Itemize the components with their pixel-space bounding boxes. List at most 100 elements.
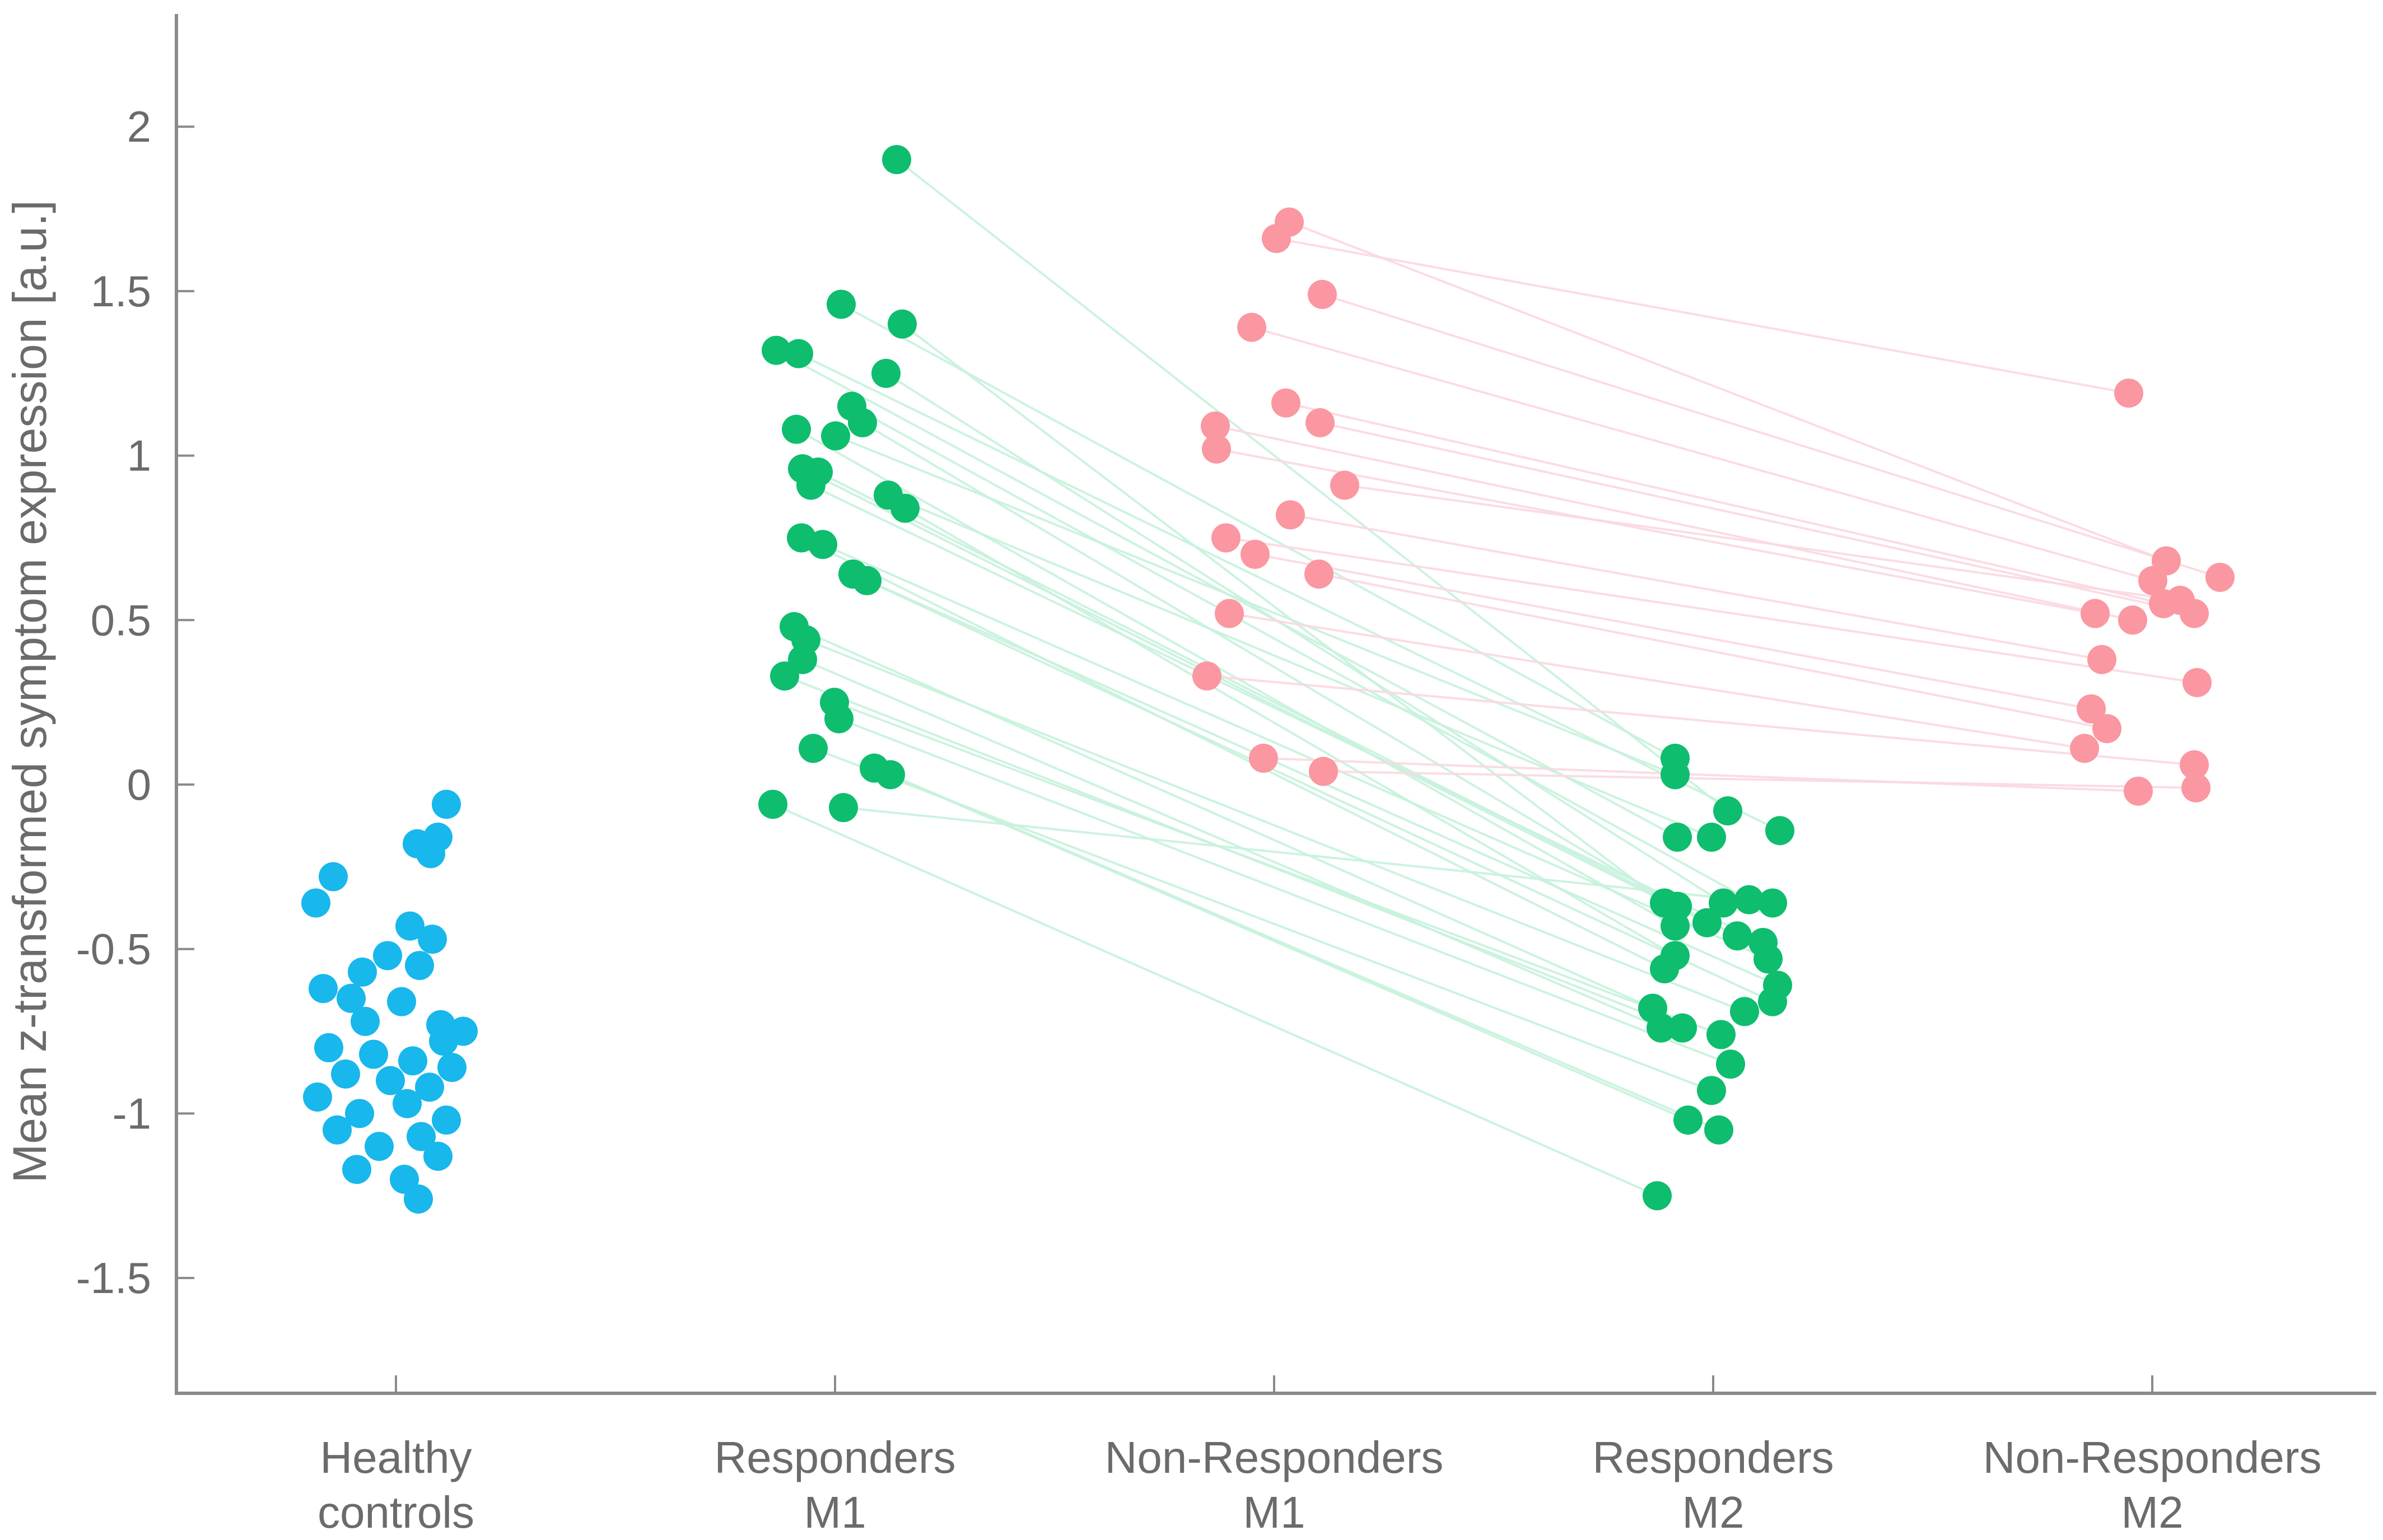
data-point-non-responders-m2 <box>2180 599 2209 628</box>
data-point-responders-m2 <box>1661 911 1690 941</box>
responder-link <box>885 372 1724 904</box>
data-point-non-responders-m2 <box>2181 773 2211 802</box>
data-point-healthy-controls <box>398 1046 427 1076</box>
data-point-healthy-controls <box>351 1006 380 1036</box>
data-point-non-responders-m2 <box>2092 714 2121 744</box>
data-point-non-responders-m1 <box>1330 470 1359 500</box>
data-point-responders-m2 <box>1730 997 1759 1026</box>
data-point-responders-m2 <box>1643 1181 1672 1211</box>
data-point-non-responders-m2 <box>2149 589 2178 618</box>
data-point-responders-m1 <box>890 493 920 523</box>
data-point-responders-m1 <box>876 760 905 790</box>
non-responder-link <box>1255 553 2092 710</box>
data-point-responders-m2 <box>1713 796 1742 825</box>
data-point-healthy-controls <box>376 1066 405 1095</box>
responder-link <box>904 507 1676 957</box>
data-point-non-responders-m2 <box>2081 599 2110 628</box>
data-point-responders-m1 <box>784 339 813 368</box>
responder-link <box>794 626 1653 1010</box>
responder-link <box>810 484 1764 944</box>
data-point-non-responders-m1 <box>1241 539 1270 569</box>
data-point-responders-m1 <box>824 704 854 734</box>
data-point-healthy-controls <box>429 1026 458 1056</box>
data-point-responders-m2 <box>1697 822 1726 852</box>
non-responder-link <box>1251 326 2153 582</box>
responder-link <box>772 803 1658 1197</box>
data-point-healthy-controls <box>393 1089 422 1118</box>
data-point-healthy-controls <box>301 888 330 918</box>
data-point-healthy-controls <box>345 1099 374 1128</box>
data-point-responders-m1 <box>762 335 791 365</box>
data-point-responders-m1 <box>796 470 826 500</box>
non-responder-link <box>1344 484 2181 602</box>
data-point-responders-m2 <box>1704 1115 1733 1145</box>
data-point-healthy-controls <box>418 925 447 954</box>
data-point-healthy-controls <box>387 987 416 1016</box>
data-point-responders-m2 <box>1668 1013 1697 1043</box>
data-point-non-responders-m1 <box>1305 408 1335 437</box>
y-tick-label: 1 <box>127 431 151 480</box>
data-point-healthy-controls <box>437 1053 467 1082</box>
data-point-non-responders-m1 <box>1249 744 1278 773</box>
data-point-healthy-controls <box>314 1033 343 1062</box>
data-point-healthy-controls <box>303 1082 332 1112</box>
data-point-healthy-controls <box>405 951 434 981</box>
non-responder-link <box>1206 675 2195 766</box>
responder-link <box>896 158 1729 812</box>
data-point-responders-m1 <box>888 309 917 339</box>
data-point-healthy-controls <box>415 1072 444 1102</box>
non-responder-link <box>1215 424 2133 622</box>
responder-link <box>841 303 1676 759</box>
data-point-responders-m2 <box>1716 1049 1745 1079</box>
data-point-responders-m2 <box>1758 987 1787 1016</box>
data-point-responders-m1 <box>782 414 811 444</box>
group-responders-m1 <box>758 144 920 823</box>
responder-link <box>890 773 1719 1131</box>
data-point-responders-m2 <box>1723 921 1752 951</box>
responder-link <box>901 323 1666 904</box>
data-point-healthy-controls <box>337 983 366 1013</box>
data-point-healthy-controls <box>407 1122 436 1151</box>
data-point-responders-m1 <box>882 144 911 174</box>
data-point-non-responders-m2 <box>2183 668 2212 697</box>
data-point-healthy-controls <box>432 790 461 819</box>
data-point-healthy-controls <box>323 1115 352 1145</box>
data-point-healthy-controls <box>319 862 348 892</box>
data-point-non-responders-m2 <box>2114 378 2143 408</box>
responder-link <box>802 468 1708 924</box>
data-point-responders-m2 <box>1709 888 1738 918</box>
responder-link <box>866 579 1773 1003</box>
data-point-healthy-controls <box>342 1155 371 1184</box>
responder-link <box>835 435 1676 776</box>
data-point-healthy-controls <box>416 839 445 869</box>
data-point-responders-m1 <box>871 358 901 388</box>
data-point-non-responders-m1 <box>1276 500 1305 530</box>
data-point-responders-m1 <box>848 408 877 437</box>
non-responder-link <box>1323 770 2197 789</box>
responder-link <box>801 536 1665 970</box>
data-point-non-responders-m2 <box>2070 734 2099 763</box>
data-point-responders-m1 <box>770 661 799 691</box>
data-point-non-responders-m2 <box>2205 562 2235 592</box>
data-point-non-responders-m1 <box>1237 312 1266 342</box>
responder-link <box>843 806 1773 904</box>
data-point-responders-m1 <box>758 790 787 819</box>
y-tick-label: 2 <box>127 102 151 151</box>
y-tick-label: 1.5 <box>91 267 151 316</box>
responder-link <box>888 494 1712 838</box>
data-point-responders-m1 <box>829 793 858 823</box>
non-responder-link <box>1229 612 2085 750</box>
axes-layer <box>175 14 2376 1395</box>
data-point-responders-m1 <box>808 530 837 559</box>
non-responder-link <box>1285 402 2164 605</box>
non-responder-link <box>1289 221 2167 562</box>
data-point-responders-m1 <box>799 734 828 763</box>
y-tick-label: 0 <box>127 760 151 809</box>
data-point-non-responders-m1 <box>1211 523 1241 553</box>
responder-link <box>851 405 1750 901</box>
data-point-healthy-controls <box>365 1132 394 1161</box>
